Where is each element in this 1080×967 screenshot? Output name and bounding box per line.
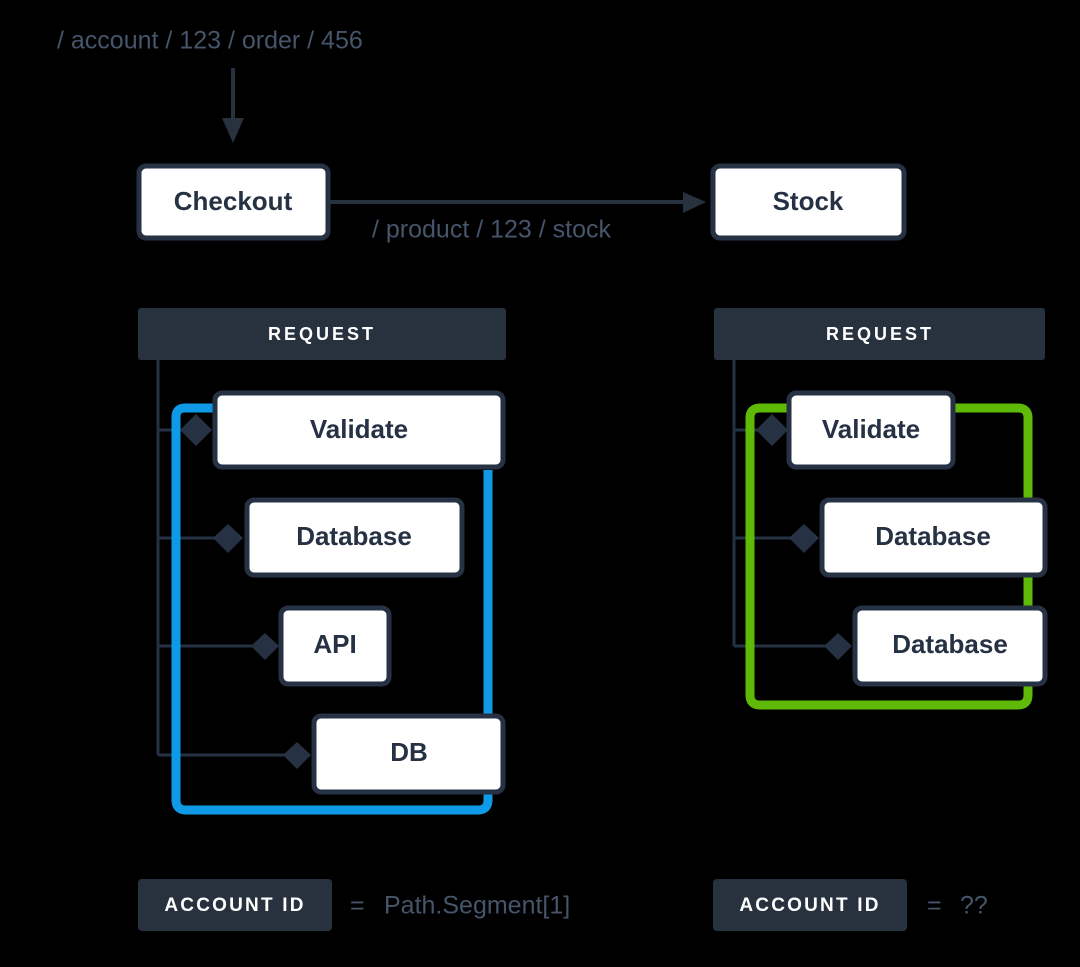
service-box-stock[interactable]: Stock bbox=[710, 163, 907, 241]
diamond-icon bbox=[283, 742, 311, 769]
left-step-database-label: Database bbox=[296, 521, 412, 551]
checkout-to-stock-arrow bbox=[328, 192, 706, 213]
incoming-path-label: / account / 123 / order / 456 bbox=[57, 27, 363, 55]
right-step-database-2-label: Database bbox=[892, 629, 1008, 659]
stock-box-rect[interactable] bbox=[710, 163, 907, 241]
checkout-label: Checkout bbox=[174, 186, 293, 216]
diamond-icon bbox=[824, 633, 852, 660]
diamond-icon bbox=[180, 414, 212, 446]
left-step-validate-label: Validate bbox=[310, 414, 408, 444]
right-highlight-path bbox=[745, 403, 1033, 710]
left-step-validate-rect[interactable] bbox=[212, 390, 506, 470]
right-step-database-2-rect[interactable] bbox=[852, 605, 1048, 687]
right-request-header-label: REQUEST bbox=[826, 324, 934, 344]
edge-path-label: / product / 123 / stock bbox=[372, 216, 612, 244]
right-request-header: REQUEST bbox=[714, 308, 1045, 360]
left-legend: ACCOUNT ID = Path.Segment[1] bbox=[138, 879, 570, 931]
diamond-icon bbox=[789, 524, 819, 553]
left-step-api[interactable]: API bbox=[278, 605, 392, 687]
right-step-database-1[interactable]: Database bbox=[819, 497, 1048, 578]
right-legend-equals: = bbox=[927, 892, 942, 920]
left-step-api-rect[interactable] bbox=[278, 605, 392, 687]
left-legend-badge-label: ACCOUNT ID bbox=[164, 895, 305, 916]
right-legend-badge bbox=[713, 879, 907, 931]
right-legend-badge-label: ACCOUNT ID bbox=[739, 895, 880, 916]
right-legend: ACCOUNT ID = ?? bbox=[713, 879, 988, 931]
left-legend-equals: = bbox=[350, 892, 365, 920]
right-request-header-rect bbox=[714, 308, 1045, 360]
left-legend-value: Path.Segment[1] bbox=[384, 892, 570, 920]
diamond-icon bbox=[756, 414, 788, 446]
left-step-db[interactable]: DB bbox=[311, 713, 506, 795]
right-step-validate[interactable]: Validate bbox=[786, 390, 956, 470]
incoming-arrow bbox=[222, 68, 244, 143]
right-step-database-1-rect[interactable] bbox=[819, 497, 1048, 578]
diamond-icon bbox=[213, 524, 243, 553]
right-legend-value: ?? bbox=[960, 892, 988, 920]
service-box-checkout[interactable]: Checkout bbox=[136, 163, 331, 241]
stock-label: Stock bbox=[773, 186, 844, 216]
left-request-header: REQUEST bbox=[138, 308, 506, 360]
left-step-db-rect[interactable] bbox=[311, 713, 506, 795]
left-connector-diamonds bbox=[180, 414, 311, 769]
diamond-icon bbox=[251, 633, 279, 660]
right-step-database-1-label: Database bbox=[875, 521, 991, 551]
left-step-database[interactable]: Database bbox=[244, 497, 465, 578]
right-connector-diamonds bbox=[756, 414, 852, 660]
right-step-validate-label: Validate bbox=[822, 414, 920, 444]
right-step-validate-rect[interactable] bbox=[786, 390, 956, 470]
left-step-api-label: API bbox=[313, 629, 356, 659]
left-step-database-rect[interactable] bbox=[244, 497, 465, 578]
left-request-header-rect bbox=[138, 308, 506, 360]
left-step-db-label: DB bbox=[390, 737, 428, 767]
left-legend-badge bbox=[138, 879, 332, 931]
right-step-database-2[interactable]: Database bbox=[852, 605, 1048, 687]
left-step-validate[interactable]: Validate bbox=[212, 390, 506, 470]
left-highlight-path bbox=[171, 403, 493, 815]
left-request-header-label: REQUEST bbox=[268, 324, 376, 344]
